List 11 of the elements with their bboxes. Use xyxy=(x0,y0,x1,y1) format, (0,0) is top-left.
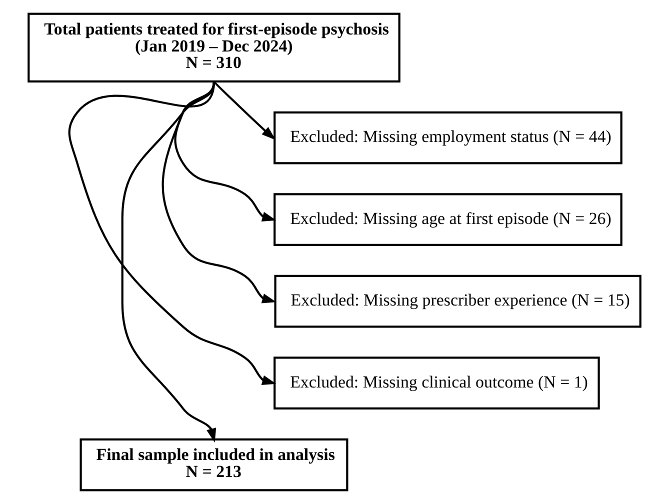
node-box: Excluded: Missing age at first episode (N = 26) xyxy=(274,193,622,246)
arrow xyxy=(68,81,276,385)
node-box: Excluded: Missing employment status (N = 44) xyxy=(274,111,622,164)
node-box: Excluded: Missing prescriber experience (N = 15) xyxy=(274,274,642,328)
node-box: Excluded: Missing clinical outcome (N = 1) xyxy=(274,356,600,410)
arrow xyxy=(213,80,276,140)
arrow xyxy=(174,81,276,222)
node-box: Final sample included in analysis N = 213 xyxy=(80,438,348,492)
arrow xyxy=(121,81,216,443)
node-box: Total patients treated for first-episode psychosis (Jan 2019 – Dec 2024) N = 310 xyxy=(28,12,400,82)
arrow xyxy=(162,81,276,304)
